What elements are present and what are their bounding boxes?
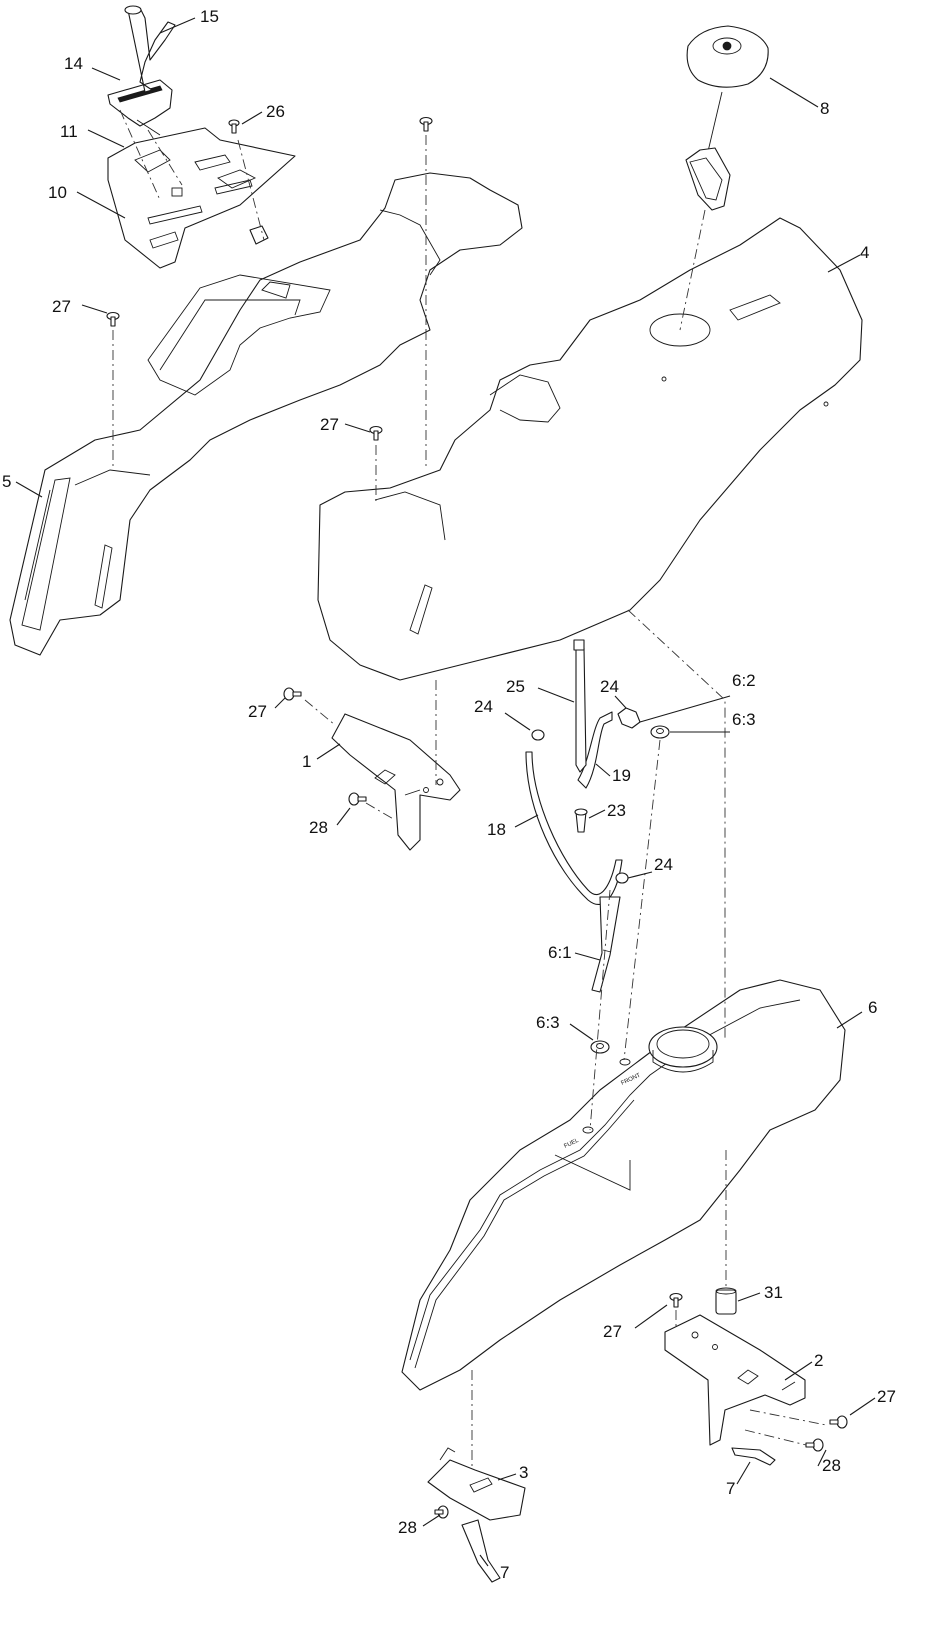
screw-28-right: [805, 1438, 824, 1452]
callout-4: 4: [860, 243, 869, 262]
callout-28-bracket-1: 28: [309, 818, 328, 837]
strap-7-rear: [731, 1447, 776, 1466]
callout-2: 2: [814, 1351, 823, 1370]
alignment-lines: [112, 109, 827, 1470]
fuel-hoses: [525, 711, 623, 993]
throttle-lever-assembly: [107, 5, 176, 136]
screw-27-top: [419, 116, 433, 132]
callout-24-lower: 24: [654, 855, 673, 874]
screw-28-bracket-1: [348, 792, 367, 806]
console-plate-assembly: [107, 127, 296, 269]
screws: [106, 116, 848, 1519]
screw-28-front: [434, 1505, 449, 1519]
callout-15: 15: [200, 7, 219, 26]
bracket-3: [427, 1447, 526, 1521]
callout-6-1: 6:1: [548, 943, 572, 962]
fuel-tank: FUEL FRONT: [401, 979, 846, 1391]
callout-7-front: 7: [500, 1563, 509, 1582]
callout-10: 10: [48, 183, 67, 202]
callout-24-left: 24: [474, 697, 493, 716]
screw-27-right: [829, 1415, 848, 1429]
callout-5: 5: [2, 472, 11, 491]
callout-28-right: 28: [822, 1456, 841, 1475]
strap-7-front: [461, 1519, 501, 1583]
screw-27-bracket-1: [283, 687, 302, 701]
fuel-cap: [685, 25, 769, 211]
callout-labels: 15 14 11 10 26 27 5 4 8 27 27 1 28 25 24…: [2, 7, 896, 1582]
bracket-1: [331, 713, 461, 851]
screw-27-mid: [369, 425, 383, 441]
callout-27-bracket-2: 27: [603, 1322, 622, 1341]
callout-31: 31: [764, 1283, 783, 1302]
callout-14: 14: [64, 54, 83, 73]
callout-19: 19: [612, 766, 631, 785]
screw-27-left: [106, 311, 120, 327]
callout-27-bracket-1: 27: [248, 702, 267, 721]
callout-7-rear: 7: [726, 1479, 735, 1498]
callout-28-front: 28: [398, 1518, 417, 1537]
callout-24-top: 24: [600, 677, 619, 696]
bracket-2: [664, 1314, 806, 1446]
callout-1: 1: [302, 752, 311, 771]
callout-27-right: 27: [877, 1387, 896, 1406]
callout-11: 11: [60, 122, 78, 141]
callout-6-2: 6:2: [732, 671, 756, 690]
callout-27-left: 27: [52, 297, 71, 316]
callout-25: 25: [506, 677, 525, 696]
callout-8: 8: [820, 99, 829, 118]
callout-6: 6: [868, 998, 877, 1017]
callout-3: 3: [519, 1463, 528, 1482]
callout-6-3-top: 6:3: [732, 710, 756, 729]
clip-nut: [249, 225, 269, 245]
callout-27-mid: 27: [320, 415, 339, 434]
rubber-bumper-31: [715, 1287, 737, 1315]
left-fender-shroud: [9, 172, 523, 656]
callout-6-3-lower: 6:3: [536, 1013, 560, 1032]
cable-tie-25: [575, 647, 587, 773]
tank-cover: [317, 217, 863, 681]
leader-lines: [15, 17, 876, 1567]
callout-26: 26: [266, 102, 285, 121]
screw-26: [228, 119, 240, 134]
screw-27-bracket-2: [669, 1292, 683, 1308]
fittings: [531, 707, 670, 1054]
callout-18: 18: [487, 820, 506, 839]
callout-23: 23: [607, 801, 626, 820]
